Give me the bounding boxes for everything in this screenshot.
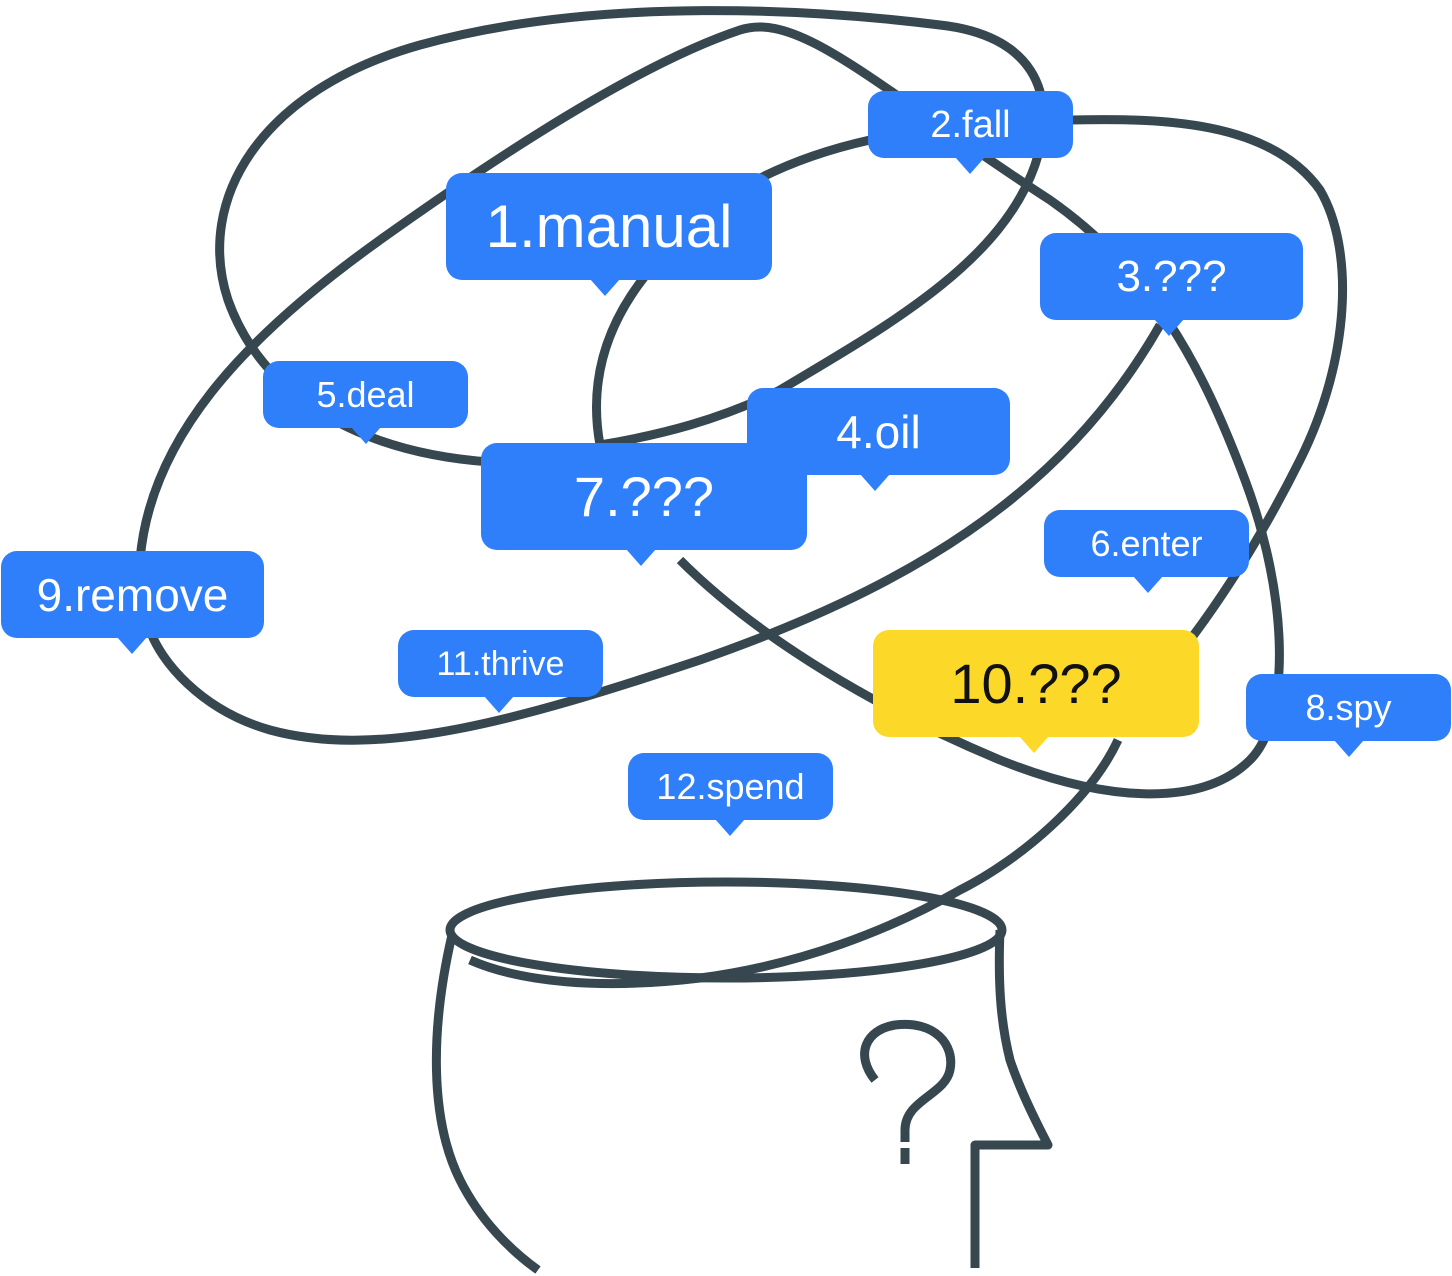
word-label-9: 9.remove: [36, 568, 229, 621]
word-label-12: 12.spend: [656, 765, 805, 807]
word-label-10: 10.???: [950, 651, 1122, 715]
word-bubble-8: 8.spy: [1246, 674, 1451, 757]
word-label-2: 2.fall: [930, 103, 1011, 146]
question-mark-icon: [860, 1019, 956, 1142]
word-bubble-11: 11.thrive: [398, 630, 603, 713]
word-bubble-6: 6.enter: [1044, 510, 1249, 593]
thought-loop-bottom: [145, 322, 1164, 745]
word-bubble-5: 5.deal: [263, 361, 468, 444]
word-label-11: 11.thrive: [436, 644, 565, 683]
head-back-outline: [431, 933, 541, 1274]
word-bubble-9: 9.remove: [1, 551, 264, 654]
word-label-8: 8.spy: [1305, 686, 1392, 728]
word-label-5: 5.deal: [316, 373, 415, 415]
word-label-4: 4.oil: [836, 405, 921, 458]
head-face-outline: [970, 929, 1053, 1268]
word-bubble-2: 2.fall: [868, 91, 1073, 174]
word-label-7: 7.???: [573, 464, 715, 528]
thought-strand-into-head: [468, 738, 1123, 989]
word-label-6: 6.enter: [1090, 522, 1203, 564]
word-bubble-4: 4.oil: [747, 388, 1010, 491]
word-bubble-3: 3.???: [1040, 233, 1303, 336]
thought-loop-large: [215, 6, 1048, 467]
word-bubble-12: 12.spend: [628, 753, 833, 836]
word-bubble-10: 10.???: [873, 630, 1199, 753]
word-bubble-1: 1.manual: [446, 173, 772, 296]
word-label-3: 3.???: [1116, 251, 1227, 301]
head-opening: [445, 877, 1007, 983]
word-label-1: 1.manual: [485, 192, 733, 260]
